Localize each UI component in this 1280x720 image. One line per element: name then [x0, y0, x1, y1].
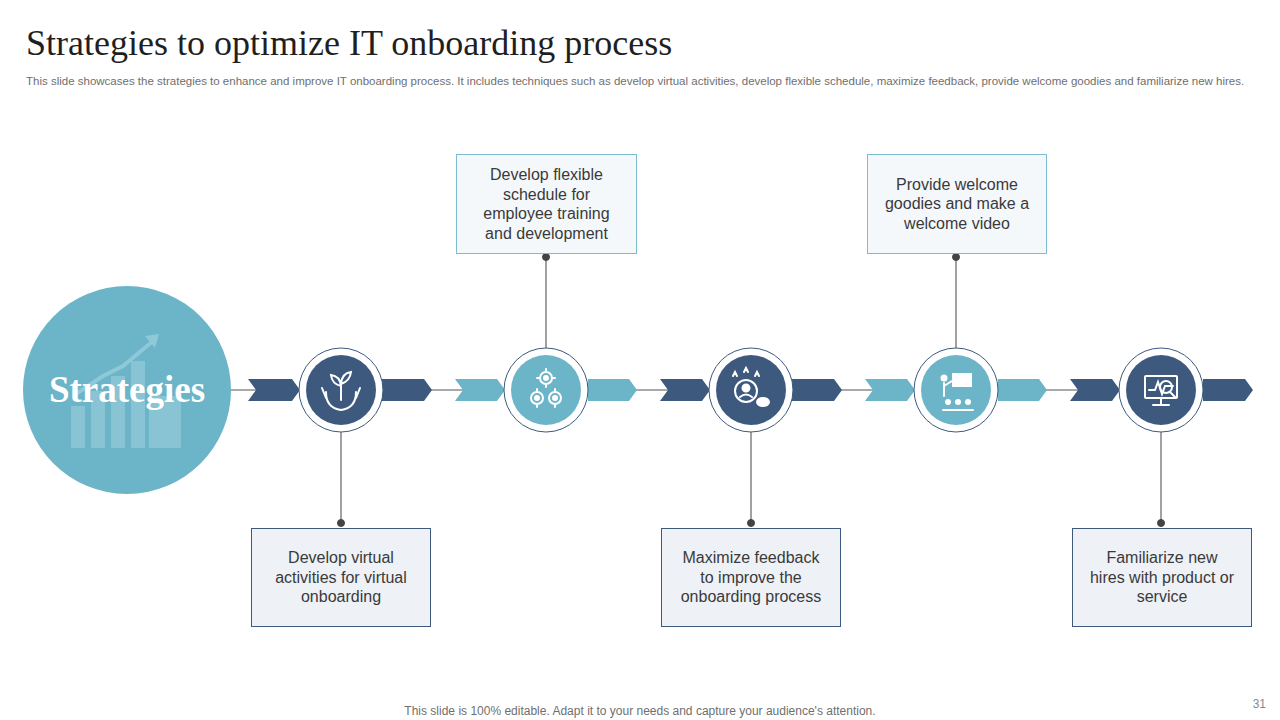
box-text: Develop flexible schedule for employee t…	[457, 165, 636, 243]
box-text: Provide welcome goodies and make a welco…	[868, 175, 1046, 234]
strategy-box: Familiarize new hires with product or se…	[1072, 528, 1252, 627]
box-text: Develop virtual activities for virtual o…	[252, 548, 430, 607]
box-text: Maximize feedback to improve the onboard…	[662, 548, 840, 607]
hub-circle: Strategies	[23, 286, 231, 494]
icon-circle	[299, 348, 1203, 432]
slide-caption: This slide showcases the strategies to e…	[26, 74, 1251, 88]
leader-line	[338, 254, 1165, 527]
strategy-box: Develop flexible schedule for employee t…	[456, 154, 637, 254]
strategy-box: Provide welcome goodies and make a welco…	[867, 154, 1047, 254]
hub-label: Strategies	[49, 380, 205, 400]
strategy-box: Develop virtual activities for virtual o…	[251, 528, 431, 627]
page-number: 31	[1240, 697, 1266, 711]
strategy-box: Maximize feedback to improve the onboard…	[661, 528, 841, 627]
slide-title: Strategies to optimize IT onboarding pro…	[26, 22, 672, 64]
footer-note: This slide is 100% editable. Adapt it to…	[0, 704, 1280, 718]
icon-glyph	[322, 368, 1177, 410]
box-text: Familiarize new hires with product or se…	[1073, 548, 1251, 607]
